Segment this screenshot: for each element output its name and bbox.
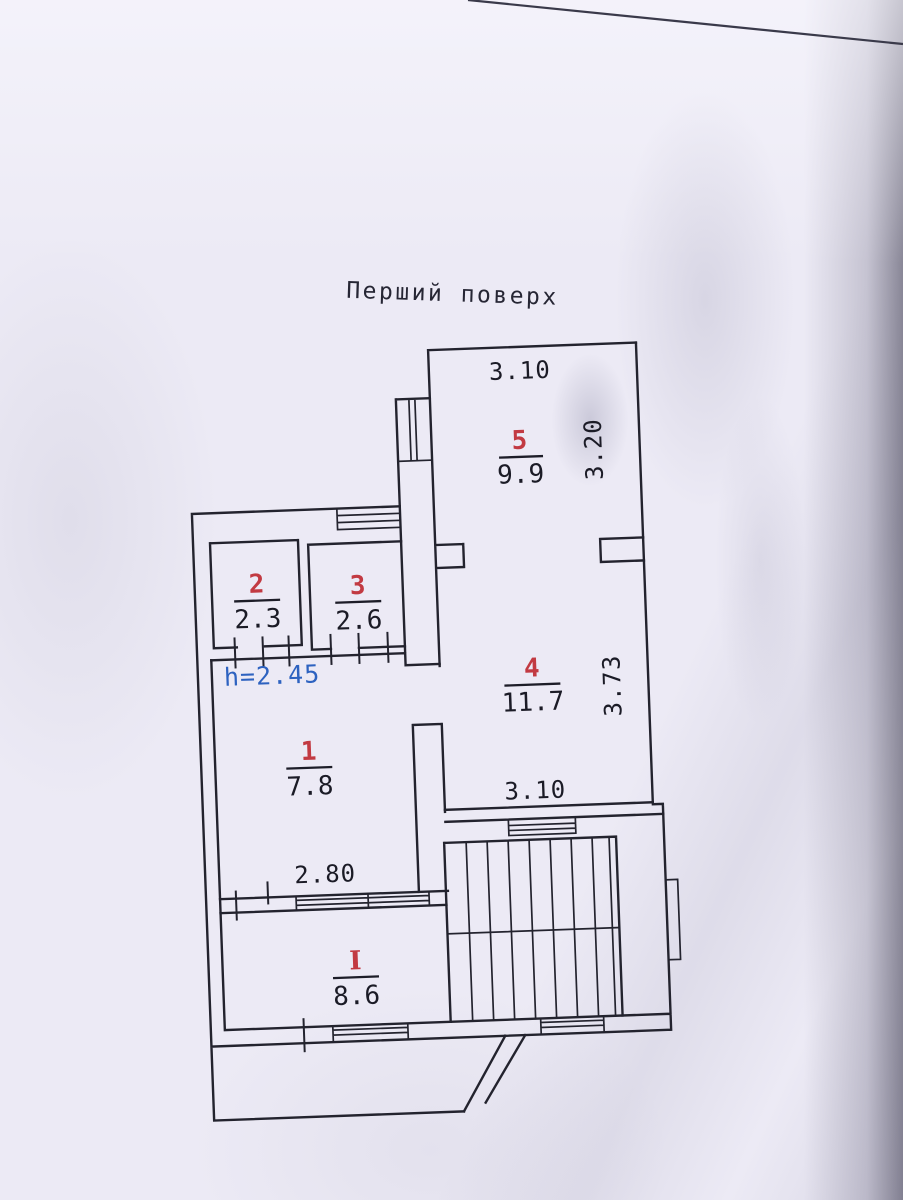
porch-steps	[462, 1033, 527, 1114]
room2-walls	[208, 538, 304, 650]
room3-label: 3 2.6	[335, 571, 383, 637]
room3-area: 2.6	[335, 605, 383, 637]
room2-label: 2 2.3	[234, 569, 282, 636]
roomI-top-wall	[219, 903, 448, 915]
room5-area: 9.9	[497, 459, 545, 491]
shaft-window-symbol	[397, 399, 433, 463]
room5-number: 5	[511, 426, 528, 457]
roomI-underline	[332, 975, 380, 980]
room5-underline	[499, 454, 544, 459]
roomI-area: 8.6	[333, 980, 381, 1012]
dim-room4-depth: 3.73	[597, 654, 627, 717]
room2-underline	[234, 598, 281, 603]
room1-label: 1 7.8	[286, 737, 334, 803]
room1-number: 1	[300, 737, 317, 768]
dim-room4-width: 3.10	[504, 775, 567, 805]
stairs-outline	[442, 835, 624, 1024]
room4-area: 11.7	[501, 686, 565, 718]
window-roomI-top	[295, 890, 431, 912]
room3-number: 3	[349, 571, 366, 602]
stair-treads	[465, 835, 617, 1022]
window-bottom-right	[539, 1015, 606, 1036]
window-room4-bottom	[507, 816, 577, 837]
scan-edge-line	[467, 0, 903, 46]
stairs	[442, 835, 624, 1024]
door-jamb-ticks	[233, 631, 390, 1053]
window-right-wall	[664, 878, 682, 961]
dim-room1-width: 2.80	[294, 859, 357, 889]
plan-title: Перший поверх	[346, 278, 559, 311]
room3-underline	[335, 599, 382, 604]
room1-area: 7.8	[286, 771, 334, 803]
room2-area: 2.3	[234, 604, 282, 636]
stair-landing-line	[446, 926, 621, 935]
room4-bottom-walls	[443, 801, 665, 824]
window-symbols	[295, 507, 682, 1043]
room5-label: 5 9.9	[497, 426, 545, 491]
outer-walls	[190, 341, 673, 1122]
dim-room5-depth: 3.20	[579, 418, 609, 481]
floor-plan: Перший поверх 3.10 3.20 3.73 3.10 2.80 h…	[190, 278, 682, 1122]
roomI-number: I	[349, 946, 362, 976]
roomI-label: I 8.6	[332, 946, 381, 1012]
room2-number: 2	[248, 569, 265, 600]
room5-walls	[426, 341, 646, 668]
shaft-walls	[394, 396, 432, 653]
dim-room5-width: 3.10	[489, 356, 552, 386]
corridor-walls	[210, 651, 447, 894]
ceiling-height-note: h=2.45	[223, 659, 320, 692]
room4-number: 4	[523, 653, 540, 684]
room1-bottom-wall	[218, 889, 450, 901]
window-above-room3	[335, 507, 402, 531]
room4-label: 4 11.7	[501, 653, 565, 718]
room4-underline	[504, 682, 561, 687]
room1-underline	[286, 765, 333, 770]
room3-walls	[306, 540, 407, 651]
window-bottom-left	[331, 1022, 410, 1043]
